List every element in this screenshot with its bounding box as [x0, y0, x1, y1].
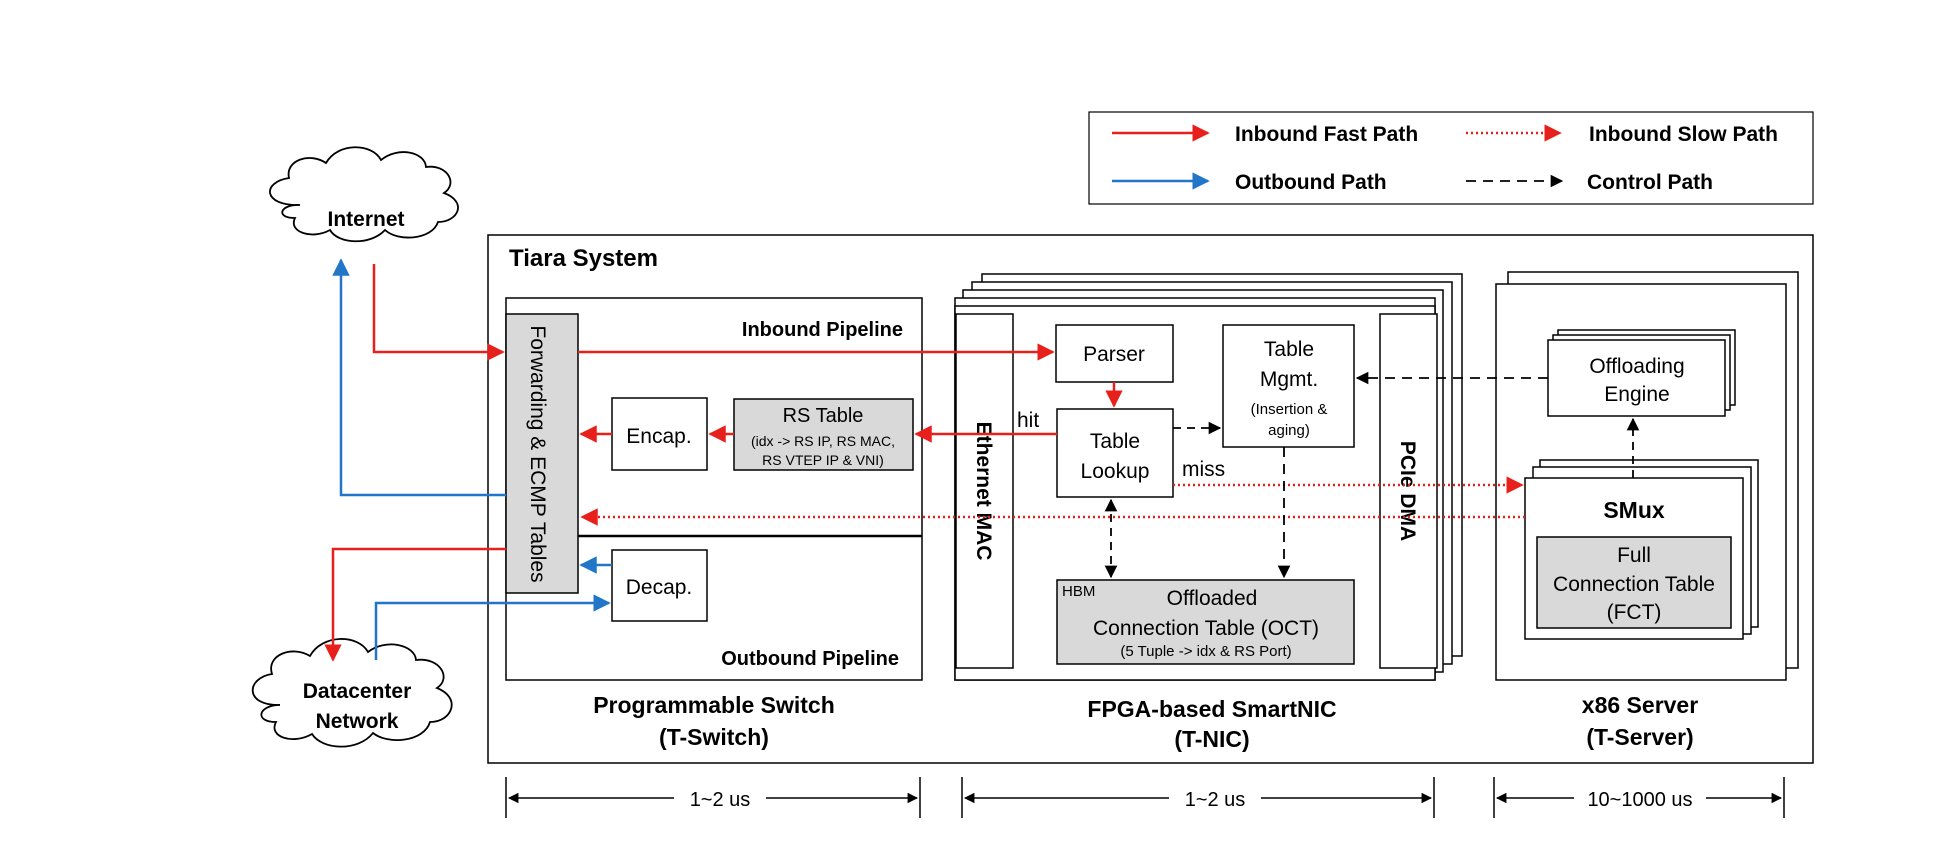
table-lookup-line2: Lookup [1081, 460, 1150, 483]
encap-box [611, 397, 708, 471]
decap-label: Decap. [626, 576, 693, 599]
legend-inbound-slow-label: Inbound Slow Path [1589, 123, 1778, 146]
datacenter-to-decap-arrow [374, 594, 611, 660]
encap-label: Encap. [626, 425, 691, 448]
fct-line3: (FCT) [1607, 601, 1662, 624]
latency-nic-span: 1~2 us [961, 777, 1435, 818]
datacenter-label-line2: Network [316, 710, 399, 733]
internet-label: Internet [327, 208, 404, 231]
tiara-system-title: Tiara System [509, 245, 658, 272]
switch-caption-line1: Programmable Switch [593, 692, 835, 718]
oct-line1: Offloaded [1167, 587, 1258, 610]
legend: Inbound Fast Path Inbound Slow Path Outb… [1088, 111, 1814, 205]
switch-to-internet-arrow [332, 258, 506, 497]
fct-line1: Full [1617, 544, 1651, 567]
fct-box [1536, 536, 1732, 629]
internet-to-switch-arrow [372, 264, 505, 361]
table-mgmt-line1: Table [1264, 338, 1314, 361]
inbound-arrows [324, 264, 1525, 662]
table-mgmt-line2: Mgmt. [1260, 368, 1318, 391]
smux-label: SMux [1603, 497, 1665, 523]
server-caption-line2: (T-Server) [1586, 724, 1693, 750]
pcie-dma-box [1379, 313, 1438, 669]
legend-control-label: Control Path [1587, 171, 1713, 194]
internet-cloud: Internet [269, 146, 459, 243]
forwarding-tables-box [505, 313, 579, 594]
outbound-pipeline-label: Outbound Pipeline [721, 648, 899, 670]
rs-table-box [733, 398, 914, 471]
rs-table-title: RS Table [783, 405, 864, 427]
parser-box [1055, 324, 1174, 383]
table-mgmt-line3: (Insertion & [1251, 401, 1328, 418]
tiara-system-frame [487, 234, 1814, 764]
latency-server-span: 10~1000 us [1493, 777, 1785, 818]
pcie-dma-label: PCIe DMA [1396, 441, 1419, 541]
inbound-pipeline-label: Inbound Pipeline [742, 319, 903, 341]
server-caption-line1: x86 Server [1582, 692, 1698, 718]
offloading-engine-line1: Offloading [1589, 355, 1684, 378]
parser-label: Parser [1083, 343, 1145, 366]
latency-switch-span: 1~2 us [505, 777, 921, 818]
t-server: Offloading Engine SMux Full Connection T… [1495, 271, 1799, 750]
datacenter-cloud: Datacenter Network [251, 638, 453, 748]
table-mgmt-box [1222, 324, 1355, 448]
latency-server-label: 10~1000 us [1587, 789, 1692, 811]
fct-line2: Connection Table [1553, 573, 1715, 596]
rs-table-line2: RS VTEP IP & VNI) [762, 452, 884, 468]
forwarding-tables-label: Forwarding & ECMP Tables [526, 325, 549, 582]
oct-line2: Connection Table (OCT) [1093, 617, 1319, 640]
miss-label: miss [1182, 458, 1225, 481]
t-nic: Ethernet MAC PCIe DMA Parser Table Looku… [954, 273, 1463, 752]
hit-label: hit [1017, 409, 1039, 432]
nic-caption-line1: FPGA-based SmartNIC [1087, 696, 1336, 722]
rs-table-line1: (idx -> RS IP, RS MAC, [751, 433, 895, 449]
latency-nic-label: 1~2 us [1185, 789, 1246, 811]
datacenter-cloud-shape [251, 638, 453, 748]
datacenter-label-line1: Datacenter [303, 680, 412, 703]
t-switch: Inbound Pipeline Outbound Pipeline Forwa… [505, 297, 923, 750]
switch-to-datacenter-arrow [324, 547, 506, 662]
outbound-arrows [332, 258, 612, 660]
table-lookup-line1: Table [1090, 430, 1140, 453]
hbm-label: HBM [1062, 583, 1095, 600]
internet-cloud-shape [269, 146, 459, 243]
legend-inbound-fast-label: Inbound Fast Path [1235, 123, 1418, 146]
ethernet-mac-label: Ethernet MAC [972, 422, 995, 561]
offloading-engine-line2: Engine [1604, 383, 1669, 406]
table-mgmt-line4: aging) [1268, 422, 1310, 439]
offloading-engine-box [1547, 339, 1726, 417]
oct-box [1056, 579, 1355, 665]
decap-box [611, 549, 708, 622]
oct-line3: (5 Tuple -> idx & RS Port) [1120, 643, 1291, 660]
ethernet-mac-box [955, 313, 1014, 669]
control-arrows [1104, 371, 1640, 579]
switch-caption-line2: (T-Switch) [659, 724, 769, 750]
legend-outbound-label: Outbound Path [1235, 171, 1387, 194]
latency-switch-label: 1~2 us [690, 789, 751, 811]
nic-caption-line2: (T-NIC) [1174, 726, 1249, 752]
table-lookup-box [1056, 408, 1174, 498]
